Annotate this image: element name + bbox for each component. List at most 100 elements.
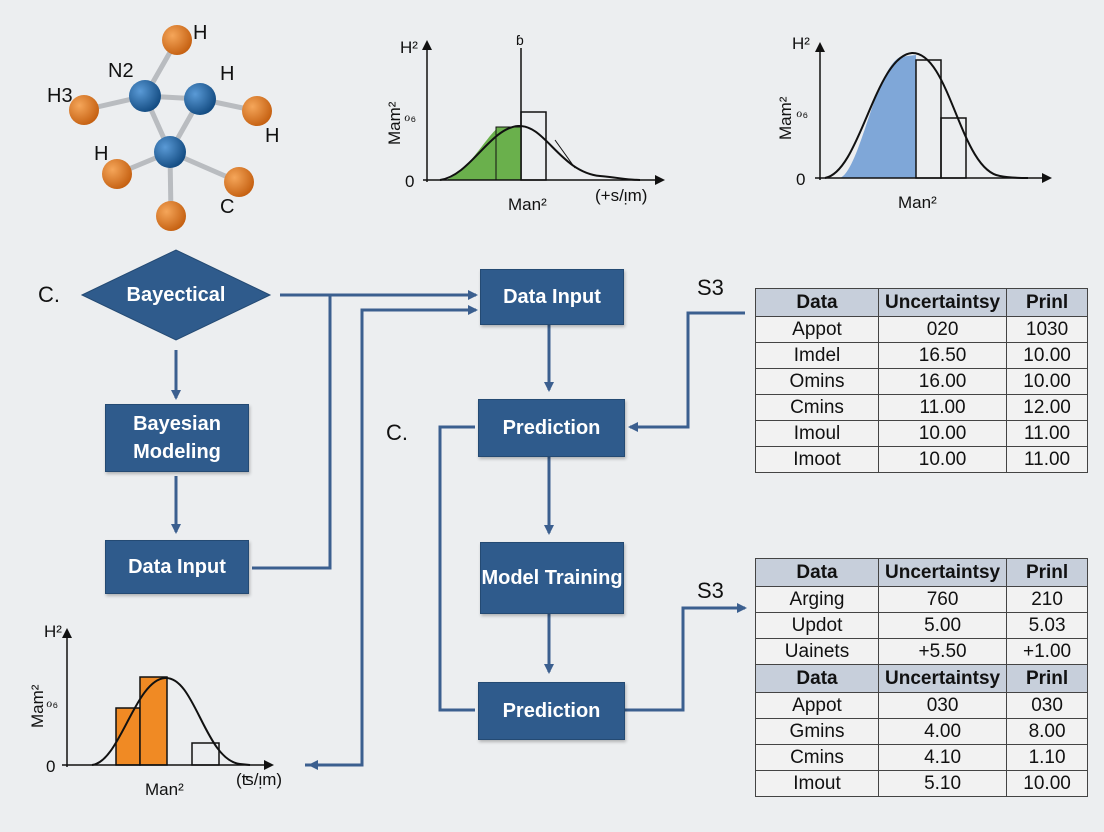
chart1-y-top-label: H² (400, 38, 418, 57)
table-row: Uainets+5.50+1.00 (755, 638, 1088, 665)
prediction-box-2: Prediction (478, 682, 625, 740)
atom-label: H (265, 125, 280, 147)
table-cell: +5.50 (877, 638, 1008, 665)
atom-orange (162, 25, 192, 55)
chart1-y-zero: 0 (405, 172, 415, 191)
chart2-ylabel: Mam² (776, 96, 795, 140)
chart3-curve (91, 676, 251, 766)
chart1-shaded-bar (495, 126, 522, 181)
chart1-xlabel: Man² (508, 195, 547, 214)
model-training-box: Model Training (480, 542, 624, 614)
table-cell: 210 (1006, 586, 1088, 613)
table-cell: 760 (877, 586, 1008, 613)
data-input-box-top: Data Input (480, 269, 624, 325)
s-label: S3 (697, 578, 724, 603)
table-header-cell: Prinl (1006, 558, 1088, 587)
table-header-cell: Data (755, 288, 879, 317)
chart1-ylabel: Mam² (385, 101, 404, 145)
section-label: C. (386, 420, 408, 445)
table-cell: 10.00 (877, 420, 1008, 447)
chart-3 (62, 628, 274, 770)
atom-label: H (193, 22, 208, 44)
section-label: C. (38, 282, 60, 307)
table-cell: 16.00 (877, 368, 1008, 395)
table-cell: 5.00 (877, 612, 1008, 639)
table-cell: 10.00 (877, 446, 1008, 473)
table-header-cell: Prinl (1006, 288, 1088, 317)
table-cell: Imdel (755, 342, 879, 369)
table-cell: 5.03 (1006, 612, 1088, 639)
table-cell: 1030 (1006, 316, 1088, 343)
chart3-ylabel: Mam² (28, 684, 47, 728)
chart3-x-unit: (ʦ/ᴉm) (236, 770, 283, 789)
table-cell: 8.00 (1006, 718, 1088, 745)
chart3-bar (139, 676, 168, 766)
table-header-row: Data Uncertaintsy Prinl (755, 664, 1088, 693)
atom-orange (69, 95, 99, 125)
table-cell: 1.10 (1006, 744, 1088, 771)
chart2-hist-bar (915, 59, 942, 179)
chart3-y-top-label: H² (44, 622, 62, 641)
table-cell: Gmins (755, 718, 879, 745)
table-cell: Cmins (755, 394, 879, 421)
data-input-box-left: Data Input (105, 540, 249, 594)
table-cell: 16.50 (877, 342, 1008, 369)
atom-label: H3 (47, 85, 73, 107)
table-header-cell: Uncertaintsy (877, 664, 1008, 693)
chart3-y-zero: 0 (46, 757, 56, 776)
table-cell: 11.00 (1006, 446, 1088, 473)
table-header-cell: Data (755, 558, 879, 587)
table-cell: 10.00 (1006, 342, 1088, 369)
atom-label: N2 (108, 60, 134, 82)
atom-blue (154, 136, 186, 168)
table-cell: 11.00 (877, 394, 1008, 421)
table-cell: 030 (1006, 692, 1088, 719)
connectors (171, 290, 747, 770)
table-cell: 4.10 (877, 744, 1008, 771)
table-cell: 5.10 (877, 770, 1008, 797)
table-cell: Arging (755, 586, 879, 613)
atom-label: H (94, 143, 109, 165)
atom-blue (184, 83, 216, 115)
bayectical-label: Bayectical (126, 284, 226, 306)
bayectical-diamond (80, 249, 272, 341)
table-cell: Cmins (755, 744, 879, 771)
table-header-row: Data Uncertaintsy Prinl (755, 288, 1088, 317)
chart1-hist-bar (520, 111, 547, 181)
table-cell: Imoot (755, 446, 879, 473)
table-header-cell: Prinl (1006, 664, 1088, 693)
table-cell: 10.00 (1006, 368, 1088, 395)
chart1-x-unit: (+s/ᴉm) (595, 186, 648, 205)
chart2-y-zero: 0 (796, 170, 806, 189)
table-cell: Updot (755, 612, 879, 639)
chart1-pointer (554, 139, 576, 169)
atom-label: C (220, 196, 235, 218)
s-label: S3 (697, 275, 724, 300)
table-cell: Imout (755, 770, 879, 797)
table-cell: 10.00 (1006, 770, 1088, 797)
chart1-top-marker: ɓ (516, 32, 524, 48)
table-cell: 11.00 (1006, 420, 1088, 447)
table-header-cell: Uncertaintsy (877, 288, 1008, 317)
table-cell: 020 (877, 316, 1008, 343)
prediction-box-1: Prediction (478, 399, 625, 457)
chart1-y-mid-label: ℴ₆ (404, 108, 417, 124)
chart2-y-mid-label: ℴ₆ (796, 104, 809, 120)
chart3-y-mid-label: ℴ₆ (46, 694, 59, 710)
table-cell: Omins (755, 368, 879, 395)
chart2-shaded-area (840, 55, 916, 178)
chart2-xlabel: Man² (898, 193, 937, 212)
molecule-atoms (69, 25, 272, 231)
table-header-row: Data Uncertaintsy Prinl (755, 558, 1088, 587)
